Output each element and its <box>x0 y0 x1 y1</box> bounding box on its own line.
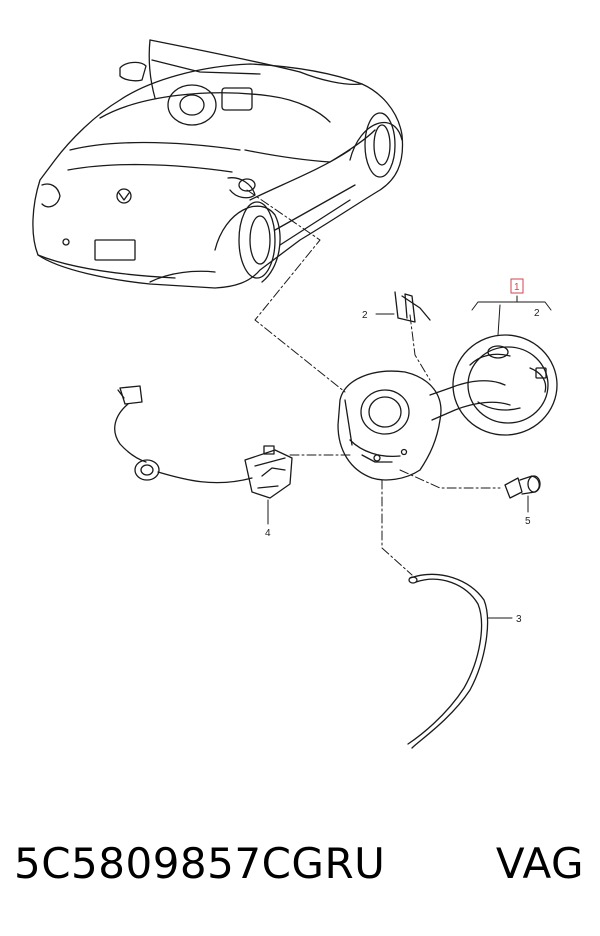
drain-hose-part <box>407 573 489 749</box>
screw-part <box>504 475 541 499</box>
car-illustration <box>32 39 404 289</box>
callout-5: 5 <box>525 516 531 527</box>
clip-part <box>394 291 431 323</box>
callout-2-right: 2 <box>534 308 540 319</box>
fuel-filler-housing <box>337 370 511 481</box>
part-caption: 5C5809857CGRU VAG <box>14 828 594 898</box>
leader-lines <box>246 189 501 576</box>
callout-2-left: 2 <box>362 310 368 321</box>
callout-box-1 <box>510 278 524 294</box>
brand-label: VAG <box>495 838 584 888</box>
parts-diagram: 2 1 2 3 4 5 <box>32 39 558 749</box>
callout-1: 1 <box>514 282 520 293</box>
part-number: 5C5809857CGRU <box>14 838 386 888</box>
fuel-flap <box>452 334 558 436</box>
callout-leaders <box>267 295 552 619</box>
callout-4: 4 <box>265 528 271 539</box>
callout-3: 3 <box>516 614 522 625</box>
actuator-part <box>114 385 293 499</box>
